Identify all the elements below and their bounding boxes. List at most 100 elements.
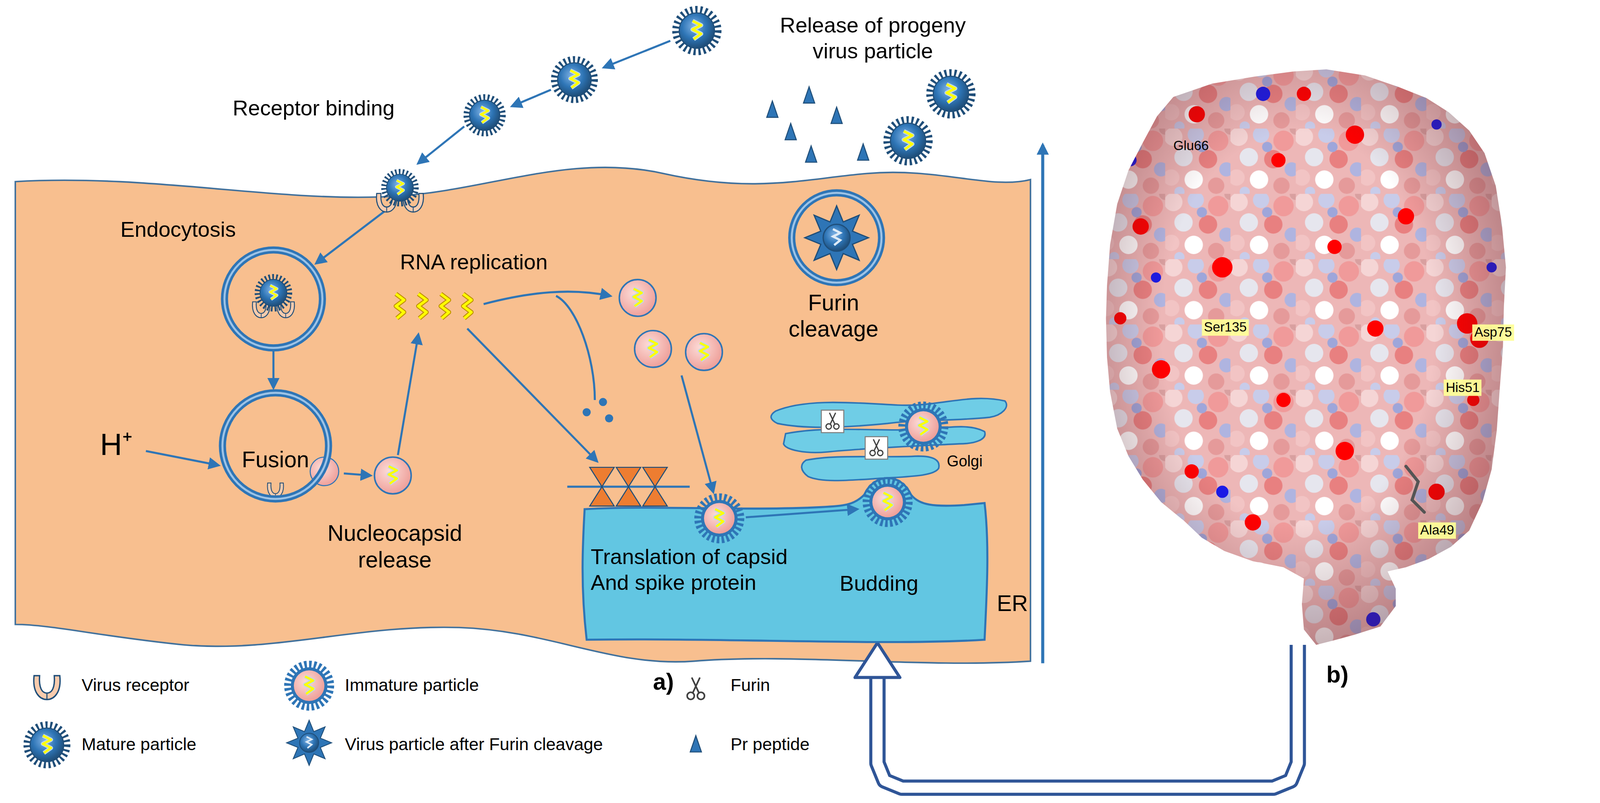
drawn-circle [224,249,323,348]
drawn-line [145,451,219,466]
text-holder: Ser135 [1201,319,1249,336]
immature-particle [697,496,741,540]
node-outline [1099,63,1508,645]
node-outline [765,392,1016,490]
text-holder: Receptor binding [232,94,395,121]
text-holder: Budding [839,570,919,597]
text-holder: His51 [1443,379,1482,396]
exit-arrow [1041,145,1044,664]
drawn-line [418,126,465,164]
step-label: Release of progeny virus particle [763,12,983,64]
drawn-symbol [869,439,883,456]
step-label: Receptor binding [232,94,395,121]
drawn-symbol [887,120,929,162]
drawn-symbol [440,293,449,319]
endocytic-vesicle [224,249,323,348]
drawn-group [589,467,668,507]
node-text: Fusion [229,446,322,474]
arrow-head [854,642,900,678]
drawn-symbol [857,143,869,161]
enzyme-boxes [821,410,888,460]
step-label: Furin cleavage [777,289,890,344]
drawn-symbol [676,10,718,51]
text-holder: Release of progeny virus particle [763,12,983,64]
drawn-line [603,41,671,68]
legend-text: Immature particle [345,675,480,696]
process-text: Translation of capsid And spike protein [590,543,831,596]
peptide-symbols [766,86,869,163]
drawn-circle [791,192,882,283]
text-holder: Immature particle [345,675,480,696]
drawn-shape [589,467,615,487]
released-particles [887,73,972,162]
immature-particle [901,405,945,448]
drawn-symbol [555,60,595,99]
text-holder: Endocytosis [120,216,236,243]
text-holder: Ala49 [1418,522,1457,539]
node-outline [582,477,988,642]
text-holder: Fusion [229,446,322,474]
drawn-symbol [257,277,289,309]
drawn-symbol [766,101,779,118]
text-holder: ER [996,590,1028,618]
protein-dots [582,397,614,423]
text-holder: Mature particle [81,734,197,756]
drawn-line [512,89,551,107]
organelle-name: Golgi [946,452,983,471]
drawn-symbol [467,97,503,133]
step-arrow [745,509,858,518]
drawn-circle [224,249,323,348]
incoming-particles [467,10,718,133]
membrane-protein [567,467,691,507]
drawn-symbol [930,73,972,115]
released-capsid [374,457,412,494]
drawn-symbol [418,293,427,319]
drawn-line [681,375,714,492]
drawn-symbol [286,720,332,766]
drawn-symbol [384,172,416,203]
text-holder: Virus receptor [81,675,190,696]
drawn-line [467,328,597,462]
legend-icons [27,664,705,766]
drawn-shape [642,467,668,487]
text-holder: a) [652,668,674,697]
drawn-box [821,410,844,433]
panel-letter: a) [652,668,674,697]
ion-label: H⁺ [99,426,132,464]
step-label: RNA replication [400,249,548,275]
drawn-circle [582,408,591,417]
drawn-symbol [27,725,67,765]
node-outline [1106,59,1507,645]
secretory-vesicle [791,192,882,283]
arrow-outline [877,644,1298,788]
drawn-circle [791,192,882,283]
legend-text: Furin [730,675,770,696]
node-outline [218,388,333,503]
step-label: Nucleocapsid release [318,520,472,575]
arrow-core [877,644,1298,788]
text-holder: Virus particle after Furin cleavage [345,734,603,756]
text-holder: Furin cleavage [777,289,890,344]
text-holder: b) [1326,661,1349,690]
drawn-symbol [685,333,723,371]
organelle-stack: Golgi [765,392,1016,490]
text-holder: Asp75 [1472,324,1515,341]
residue-label: Ser135 [1201,319,1249,336]
bound-complex [376,172,424,212]
new-capsids [619,279,723,371]
drawn-shape [616,467,641,487]
text-holder: Glu66 [1173,137,1209,154]
node-outline [222,392,329,499]
drawn-box [865,436,888,460]
panel-letter: b) [1326,661,1349,690]
legend-text: Virus receptor [81,675,190,696]
text-holder: Golgi [946,452,983,471]
text-holder: Furin [730,675,770,696]
drawn-shape [642,486,668,507]
text-holder: RNA replication [400,249,548,275]
drawn-symbol [619,279,657,317]
residue-label: His51 [1443,379,1482,396]
drawn-symbol [687,677,705,700]
